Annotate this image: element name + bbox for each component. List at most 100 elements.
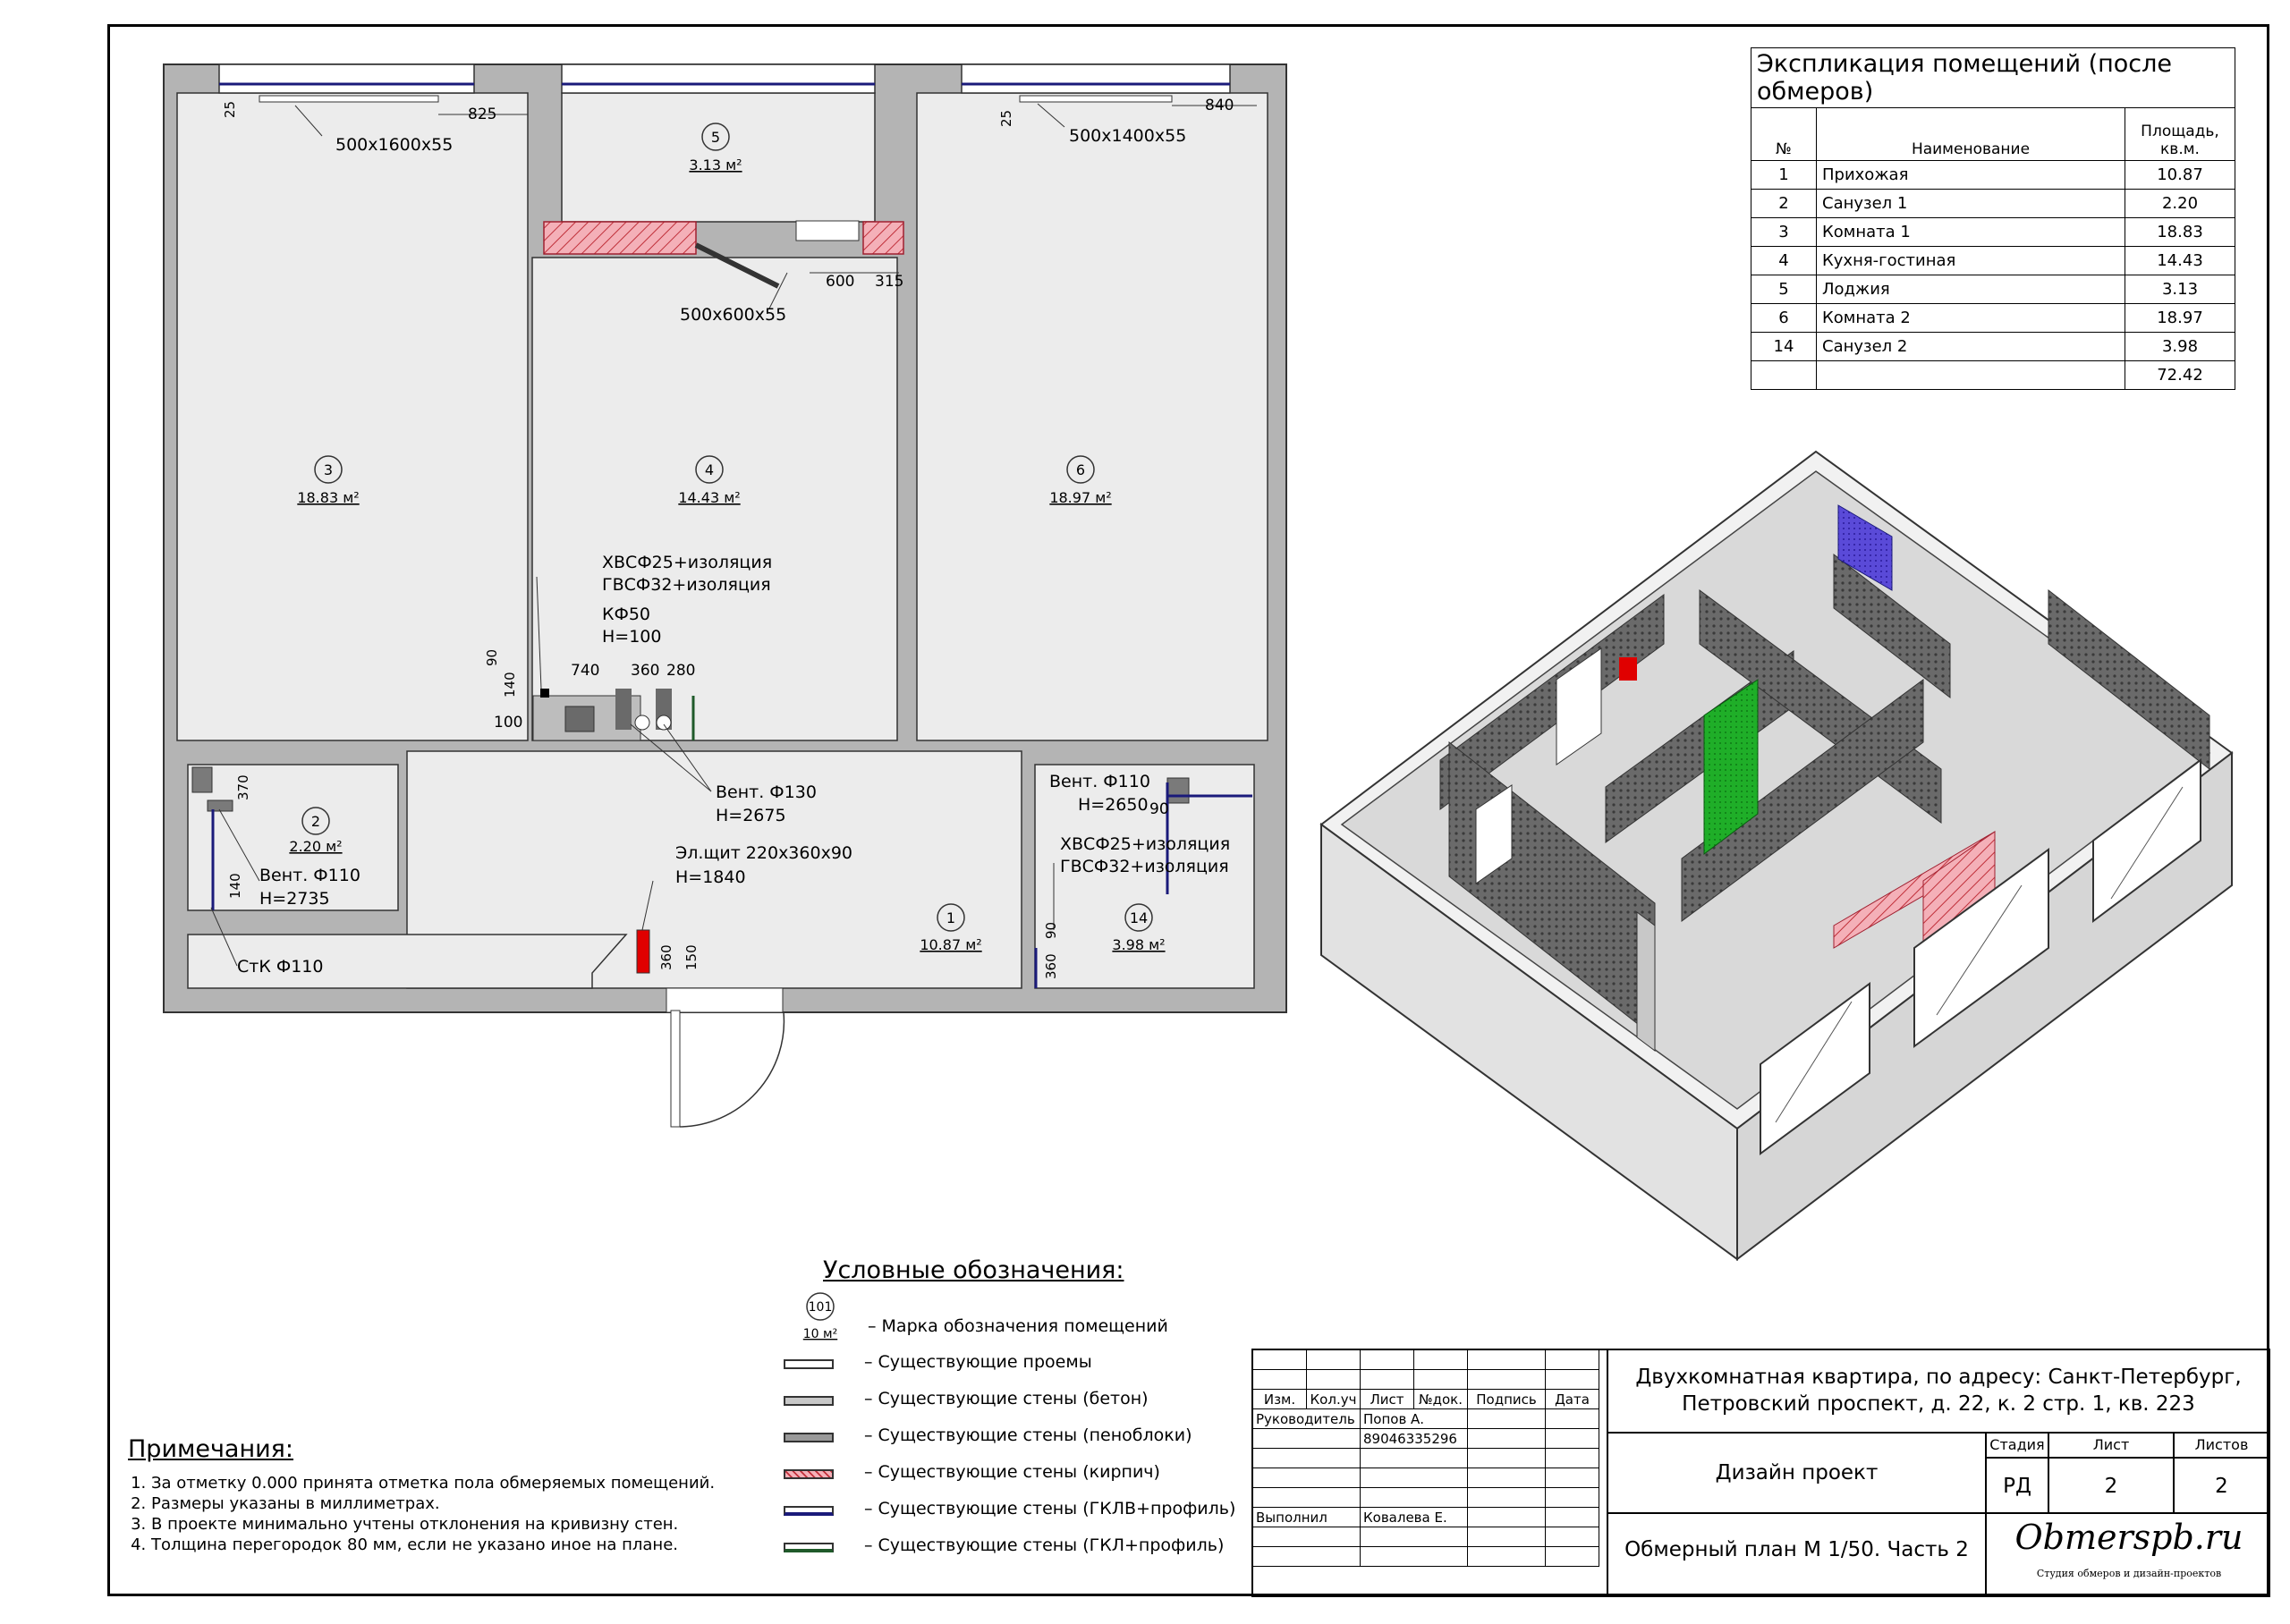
legend-label: – Существующие стены (кирпич) (864, 1462, 1160, 1482)
cell-area: 2.20 (2125, 189, 2235, 218)
dimension-label: 280 (666, 662, 695, 680)
col-header: Лист (1360, 1389, 1414, 1409)
radiator-label: 500х600х55 (680, 305, 786, 325)
lead-name: Попов А. (1360, 1408, 1468, 1429)
brick-wall (543, 221, 697, 255)
dimension-label: 25 (998, 110, 1014, 127)
sheets-value: 2 (2215, 1475, 2228, 1498)
radiator-label: 500х1400х55 (1069, 126, 1186, 146)
sheets-label: Листов (2194, 1436, 2249, 1453)
room-mark-area: 18.83 м² (297, 489, 359, 506)
brand-logo: Obmerspb.ru (2014, 1518, 2243, 1557)
brand-subtitle: Студия обмеров и дизайн-проектов (2036, 1568, 2222, 1579)
radiator-label: 500х1600х55 (335, 135, 453, 155)
radiator-room-3 (259, 95, 439, 103)
room-mark-icon: 101 10 м² (803, 1292, 837, 1341)
dimension-label: 140 (227, 873, 243, 899)
sheet-title: Обмерный план М 1/50. Часть 2 (1624, 1538, 1969, 1561)
legend-label: – Существующие стены (ГКЛ+профиль) (864, 1535, 1225, 1555)
dimension-label: 140 (502, 672, 518, 698)
col-header: Кол.уч (1306, 1389, 1361, 1409)
legend-item-concrete: – Существующие стены (бетон) (782, 1385, 1247, 1422)
vent-label: H=2650 (1078, 795, 1149, 815)
exec-role: Выполнил (1252, 1507, 1361, 1527)
room-mark-number: 4 (705, 461, 714, 478)
cell-name: Кухня-гостиная (1816, 246, 2125, 275)
stage-label: Стадия (1989, 1436, 2045, 1453)
cell-no: 14 (1751, 332, 1817, 361)
room-14-floor (1034, 764, 1255, 989)
exec-name: Ковалева Е. (1360, 1507, 1468, 1527)
address-line: Двухкомнатная квартира, по адресу: Санкт… (1635, 1366, 2242, 1389)
vent-label: Вент. Ф130 (716, 782, 817, 802)
col-area-header: Площадь,кв.м. (2125, 107, 2235, 161)
cell-area: 10.87 (2125, 160, 2235, 190)
room-mark-area: 18.97 м² (1049, 489, 1111, 506)
project-name: Дизайн проект (1715, 1461, 1879, 1484)
area-header-line2: кв.м. (2160, 140, 2200, 158)
room-mark-number: 3 (324, 461, 333, 478)
col-header: Дата (1545, 1389, 1599, 1409)
radiator-room-6 (1019, 95, 1173, 103)
room-mark-area: 10.87 м² (920, 936, 981, 953)
explication-table: Экспликация помещений (после обмеров) № … (1751, 47, 2235, 390)
cell-no: 1 (1751, 160, 1817, 190)
notes-title: Примечания: (128, 1435, 294, 1463)
dimension-label: 360 (631, 662, 659, 680)
revision-table: Изм. Кол.уч Лист №док. Подпись Дата Руко… (1252, 1349, 1599, 1567)
legend-label: – Марка обозначения помещений (868, 1316, 1168, 1336)
dimension-label: 360 (1043, 953, 1059, 979)
col-header: №док. (1413, 1389, 1468, 1409)
foam-block-swatch (784, 1433, 834, 1442)
room-mark-14: 14 3.98 м² (1112, 903, 1166, 953)
note-item: За отметку 0.000 принята отметка пола об… (151, 1474, 754, 1493)
room-mark-1: 1 10.87 м² (920, 903, 982, 953)
table-total-row: 72.42 (1751, 360, 2235, 390)
room-mark-6: 6 18.97 м² (1049, 455, 1112, 506)
room-mark-number: 14 (1130, 909, 1148, 926)
electric-shield-label: H=1840 (675, 867, 746, 887)
room-6-floor (916, 92, 1268, 741)
cell-no: 6 (1751, 303, 1817, 333)
room-mark-number: 5 (711, 129, 720, 146)
cell-name: Санузел 1 (1816, 189, 2125, 218)
dimension-label: 315 (875, 273, 903, 291)
dimension-label: 90 (1043, 922, 1059, 939)
legend-mark-area: 10 м² (803, 1327, 837, 1341)
brick-swatch (784, 1469, 834, 1479)
dimension-label: 825 (468, 106, 496, 123)
openings-swatch (784, 1359, 834, 1369)
legend-item-gklv: – Существующие стены (ГКЛВ+профиль) (782, 1495, 1247, 1532)
title-block: Изм. Кол.уч Лист №док. Подпись Дата Руко… (1252, 1349, 2269, 1596)
cell-area: 3.13 (2125, 275, 2235, 304)
cell-area: 3.98 (2125, 332, 2235, 361)
cell-name: Лоджия (1816, 275, 2125, 304)
vent-label: Вент. Ф110 (1049, 772, 1150, 791)
pipe-label: ГВСФ32+изоляция (1060, 857, 1229, 876)
cell-no: 2 (1751, 189, 1817, 218)
legend-item-room-mark: 101 10 м² – Марка обозначения помещений (782, 1292, 1247, 1349)
room-mark-area: 3.98 м² (1112, 936, 1165, 953)
room-mark-number: 6 (1076, 461, 1085, 478)
sewer-label: КФ50 (602, 605, 650, 624)
gklv-swatch (784, 1506, 834, 1516)
cell-area: 18.97 (2125, 303, 2235, 333)
window-room-5 (561, 63, 876, 94)
phone: 89046335296 (1360, 1428, 1468, 1449)
dimension-label: 840 (1205, 97, 1234, 114)
cell-no: 3 (1751, 217, 1817, 247)
note-item: Толщина перегородок 80 мм, если не указа… (151, 1535, 754, 1554)
area-header-line1: Площадь, (2141, 123, 2219, 140)
vent-label: H=2675 (716, 806, 786, 825)
riser-label: СтК Ф110 (237, 957, 323, 977)
room-mark-number: 1 (946, 909, 955, 926)
legend-label: – Существующие стены (ГКЛВ+профиль) (864, 1499, 1236, 1518)
title-block-lines (1251, 1349, 2270, 1597)
concrete-swatch (784, 1396, 834, 1406)
entrance-opening (666, 987, 784, 1013)
room-3-floor (176, 92, 529, 741)
col-name-header: Наименование (1816, 107, 2125, 161)
